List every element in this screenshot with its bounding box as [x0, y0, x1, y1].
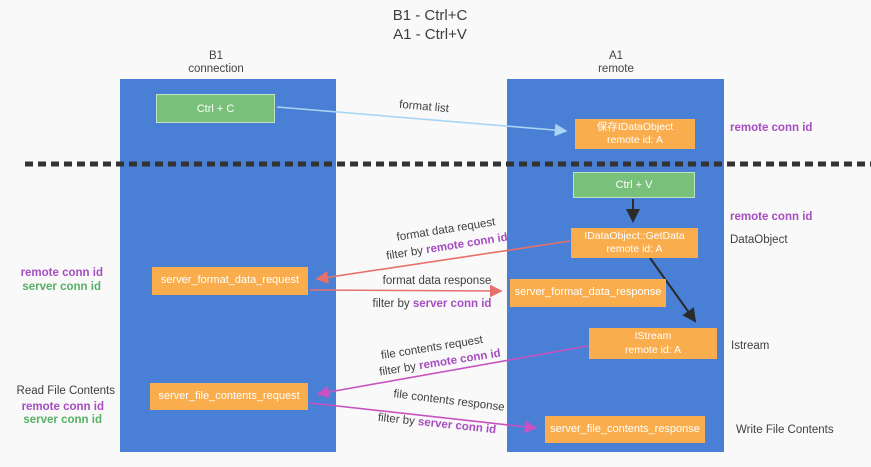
box-ctrl-v: Ctrl + V: [573, 172, 695, 198]
annotation-read-file-contents: Read File Contents: [16, 385, 115, 397]
column-header-a1-remote: A1 remote: [546, 50, 686, 76]
annotation-dataobject: DataObject: [730, 234, 788, 246]
annotation-server-conn-id-format-left: server conn id: [22, 281, 101, 293]
annotation-remote-conn-id-top-right: remote conn id: [730, 122, 813, 134]
arrow-format-data-request: [315, 240, 571, 284]
filter-key-server-conn-id: server conn id: [412, 298, 492, 310]
annotation-server-conn-id-file-left: server conn id: [23, 414, 102, 426]
box-ctrl-c: Ctrl + C: [156, 94, 275, 123]
getdata-line1: IDataObject::GetData: [584, 229, 685, 242]
diagram-title: B1 - Ctrl+C A1 - Ctrl+V: [340, 6, 520, 44]
column-header-b1-connection: B1 connection: [146, 50, 286, 76]
arrow-getdata-to-istream: [649, 257, 697, 323]
annotation-remote-conn-id-file-left: remote conn id: [21, 401, 104, 413]
istream-line1: IStream: [634, 330, 672, 342]
annotation-remote-conn-id-format-left: remote conn id: [20, 267, 103, 279]
server-file-contents-response-label: server_file_contents_response: [550, 422, 700, 435]
annotation-write-file-contents: Write File Contents: [736, 424, 834, 436]
title-line-a1: A1 - Ctrl+V: [393, 26, 467, 43]
arrow-file-contents-request: [316, 345, 589, 399]
server-format-data-request-label: server_format_data_request: [160, 274, 300, 287]
save-idataobject-line2: remote id: A: [606, 134, 664, 146]
column-subtitle-remote: remote: [598, 63, 634, 75]
annotation-istream: Istream: [731, 340, 770, 352]
box-server-file-contents-request: server_file_contents_request: [150, 383, 308, 410]
save-idataobject-line1: 保存IDataObject: [596, 120, 674, 133]
box-server-format-data-response: server_format_data_response: [510, 279, 666, 307]
arrow-format-data-response: [309, 284, 503, 298]
box-server-file-contents-response: server_file_contents_response: [545, 416, 705, 443]
title-line-b1: B1 - Ctrl+C: [392, 7, 468, 24]
flow-label-format-data-response: format data response: [382, 275, 492, 287]
istream-line2: remote id: A: [624, 343, 682, 356]
box-server-format-data-request: server_format_data_request: [152, 267, 308, 295]
flow-label-format-data-response-filter: filter by server conn id: [373, 298, 492, 310]
arrow-file-contents-response: [309, 402, 538, 434]
box-save-idataobject: 保存IDataObject remote id: A: [575, 119, 695, 149]
getdata-line2: remote id: A: [606, 243, 663, 255]
filter-by-prefix: filter by: [372, 298, 413, 310]
arrow-format-list: [276, 106, 568, 137]
box-istream: IStream remote id: A: [589, 328, 717, 359]
column-name-b1: B1: [208, 50, 224, 62]
ctrl-v-label: Ctrl + V: [615, 179, 653, 191]
column-name-a1: A1: [608, 50, 624, 62]
server-format-data-response-label: server_format_data_response: [514, 286, 662, 299]
ctrl-c-label: Ctrl + C: [196, 102, 235, 115]
server-file-contents-request-label: server_file_contents_request: [158, 389, 300, 402]
column-subtitle-connection: connection: [188, 63, 244, 75]
box-idataobject-getdata: IDataObject::GetData remote id: A: [571, 228, 698, 258]
annotation-remote-conn-id-mid-right: remote conn id: [730, 211, 813, 223]
